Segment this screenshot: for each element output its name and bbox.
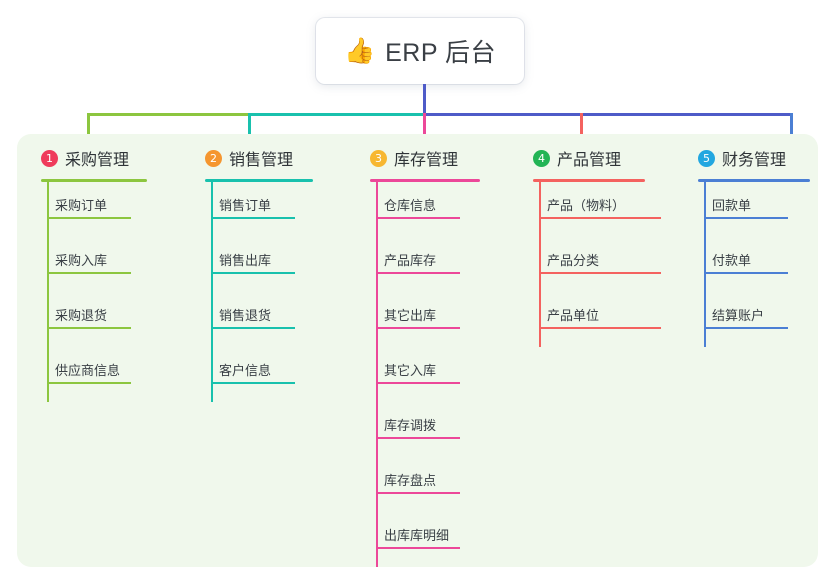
leaf-item-rule	[47, 272, 131, 274]
branch-header-销售管理[interactable]: 2 销售管理	[205, 146, 293, 170]
branch-title-label: 产品管理	[557, 152, 622, 169]
leaf-item-rule	[211, 382, 295, 384]
branch-header-rule-4	[533, 179, 645, 182]
branch-panel	[17, 134, 818, 567]
leaf-item[interactable]: 客户信息	[219, 363, 272, 378]
branch-spine-2	[211, 182, 213, 402]
root-node-card[interactable]: 👍 ERP 后台	[316, 18, 524, 84]
leaf-item-rule	[704, 272, 788, 274]
leaf-item[interactable]: 其它入库	[384, 363, 437, 378]
connector-root-stem	[423, 84, 426, 116]
branch-badge-5: 5	[698, 149, 715, 167]
leaf-item[interactable]: 结算账户	[712, 308, 765, 323]
branch-spine-1	[47, 182, 49, 402]
leaf-item[interactable]: 仓库信息	[384, 198, 437, 213]
branch-spine-3	[376, 182, 378, 567]
branch-title-label: 销售管理	[229, 152, 294, 169]
leaf-item-rule	[539, 327, 661, 329]
leaf-item-rule	[376, 492, 460, 494]
connector-bar-indigo	[423, 113, 791, 116]
leaf-item-rule	[47, 217, 131, 219]
connector-drop-5	[790, 113, 793, 152]
branch-header-rule-1	[41, 179, 147, 182]
connector-drop-1	[87, 113, 90, 152]
leaf-item-rule	[376, 547, 460, 549]
branch-spine-4	[539, 182, 541, 347]
leaf-item-rule	[211, 217, 295, 219]
leaf-item-rule	[47, 382, 131, 384]
branch-badge-2: 2	[205, 149, 222, 167]
leaf-item[interactable]: 回款单	[712, 198, 752, 213]
connector-drop-4	[580, 113, 583, 152]
leaf-item[interactable]: 产品（物料）	[547, 198, 626, 213]
thumbs-up-icon: 👍	[343, 36, 376, 65]
leaf-item-rule	[376, 272, 460, 274]
branch-title-label: 财务管理	[722, 152, 787, 169]
branch-spine-5	[704, 182, 706, 347]
root-node-content: 👍 ERP 后台	[344, 33, 496, 69]
leaf-item[interactable]: 库存盘点	[384, 473, 437, 488]
leaf-item-rule	[376, 437, 460, 439]
branch-badge-1: 1	[41, 149, 58, 167]
branch-header-产品管理[interactable]: 4 产品管理	[533, 146, 621, 170]
connector-bar-teal	[251, 113, 423, 116]
branch-title-label: 库存管理	[394, 152, 459, 169]
leaf-item[interactable]: 产品单位	[547, 308, 600, 323]
leaf-item-rule	[539, 272, 661, 274]
leaf-item-rule	[376, 327, 460, 329]
connector-bar-green	[87, 113, 251, 116]
leaf-item[interactable]: 库存调拨	[384, 418, 437, 433]
leaf-item-rule	[376, 217, 460, 219]
branch-badge-3: 3	[370, 149, 387, 167]
leaf-item[interactable]: 销售出库	[219, 253, 272, 268]
branch-badge-4: 4	[533, 149, 550, 167]
leaf-item[interactable]: 采购入库	[55, 253, 108, 268]
connector-drop-3	[423, 113, 426, 152]
leaf-item-rule	[704, 217, 788, 219]
leaf-item-rule	[539, 217, 661, 219]
root-node-label: ERP 后台	[385, 39, 497, 67]
branch-header-财务管理[interactable]: 5 财务管理	[698, 146, 786, 170]
branch-header-采购管理[interactable]: 1 采购管理	[41, 146, 129, 170]
leaf-item-rule	[211, 327, 295, 329]
leaf-item[interactable]: 供应商信息	[55, 363, 121, 378]
leaf-item[interactable]: 采购订单	[55, 198, 108, 213]
branch-title-label: 采购管理	[65, 152, 130, 169]
branch-header-rule-5	[698, 179, 810, 182]
leaf-item[interactable]: 付款单	[712, 253, 752, 268]
connector-drop-2	[248, 113, 251, 152]
branch-header-rule-3	[370, 179, 480, 182]
leaf-item[interactable]: 其它出库	[384, 308, 437, 323]
leaf-item[interactable]: 产品分类	[547, 253, 600, 268]
leaf-item[interactable]: 产品库存	[384, 253, 437, 268]
branch-header-库存管理[interactable]: 3 库存管理	[370, 146, 458, 170]
leaf-item-rule	[211, 272, 295, 274]
leaf-item-rule	[376, 382, 460, 384]
branch-header-rule-2	[205, 179, 313, 182]
leaf-item[interactable]: 出库库明细	[384, 528, 450, 543]
leaf-item[interactable]: 销售订单	[219, 198, 272, 213]
leaf-item[interactable]: 销售退货	[219, 308, 272, 323]
leaf-item[interactable]: 采购退货	[55, 308, 108, 323]
leaf-item-rule	[47, 327, 131, 329]
leaf-item-rule	[704, 327, 788, 329]
